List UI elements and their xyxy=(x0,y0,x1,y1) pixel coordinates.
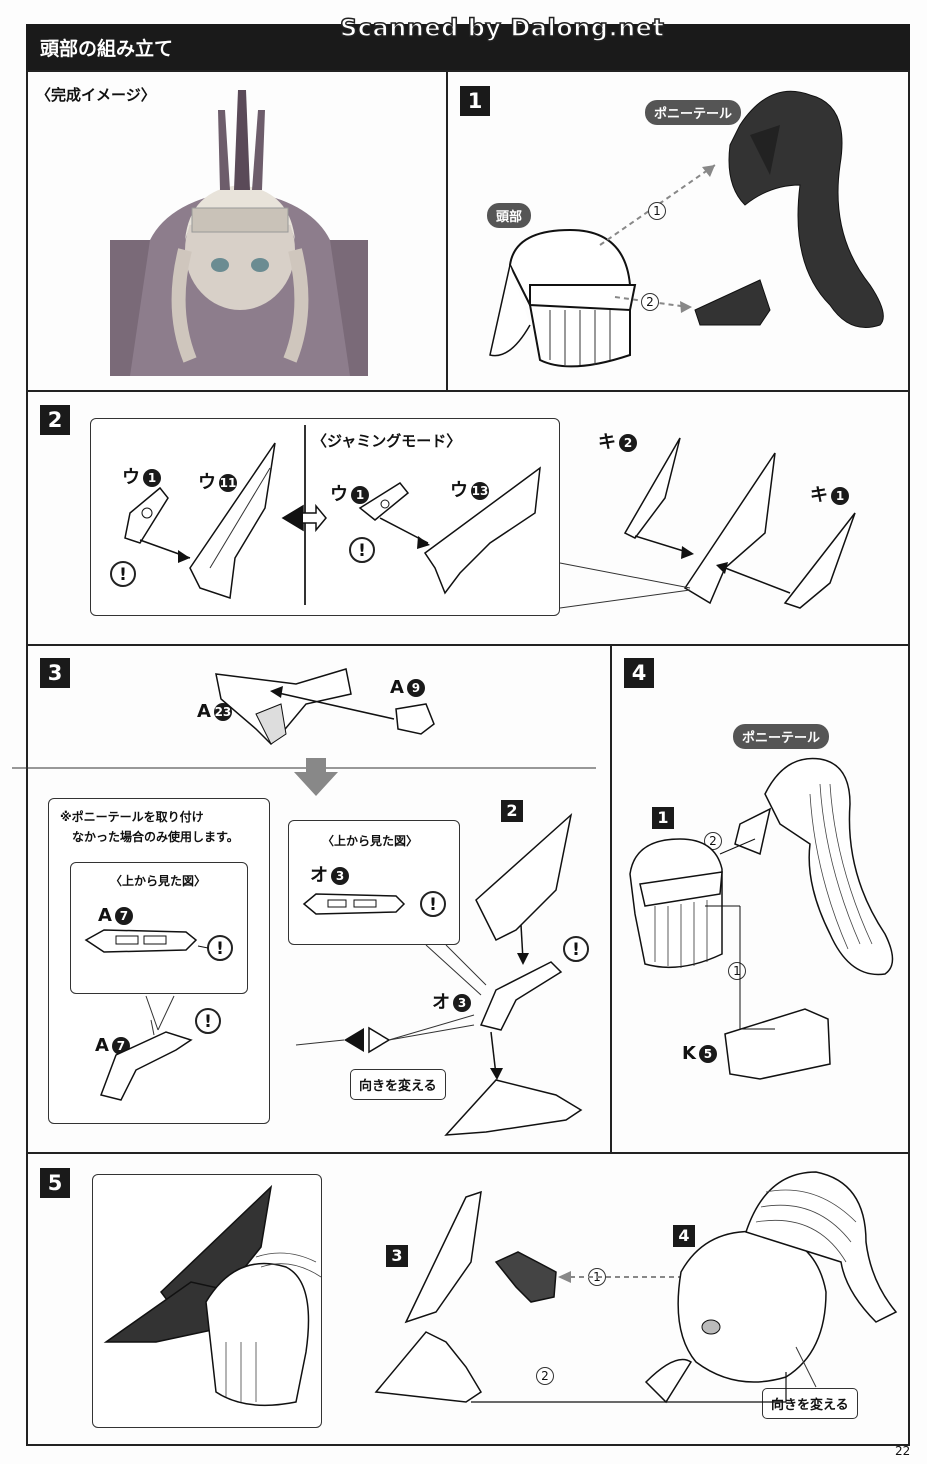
step-4-number: 4 xyxy=(624,658,654,688)
step1-head-label: 頭部 xyxy=(487,203,532,228)
step3-bottom-diagram xyxy=(84,812,583,1136)
step3-caution-a7-bottom: ! xyxy=(195,1008,221,1034)
scan-watermark: Scanned by Dalong.net xyxy=(339,13,665,43)
step1-diagram xyxy=(489,90,884,368)
part-a7-top-number: 7 xyxy=(114,907,133,925)
section-title: 頭部の組み立て xyxy=(40,38,174,60)
part-a9-number: 9 xyxy=(406,679,425,697)
step3-note-line-2: なかった場合のみ使用します。 xyxy=(72,830,239,844)
step3-top-diagram xyxy=(12,668,596,796)
step4-arrow-1: 1 xyxy=(728,962,746,980)
section-header: 頭部の組み立て xyxy=(26,24,910,70)
part-o3-top-number: 3 xyxy=(331,867,349,885)
part-u11-number: 11 xyxy=(219,474,237,492)
step3-caution-o3-mid: ! xyxy=(563,936,589,962)
jamming-mode-label: 〈ジャミングモード〉 xyxy=(312,432,462,450)
step1-arrow-2: 2 xyxy=(641,293,659,311)
part-u1-number: 1 xyxy=(143,469,161,487)
step-2-number: 2 xyxy=(40,405,70,435)
step5-change-direction-callout: 向きを変える xyxy=(762,1388,858,1419)
step-5-number: 5 xyxy=(40,1168,70,1198)
step2-caution-icon-left: ! xyxy=(110,561,136,587)
part-u1b-number: 1 xyxy=(351,486,369,504)
complete-image-figure xyxy=(110,90,368,376)
step1-ponytail-label: ポニーテール xyxy=(645,100,742,125)
step5-arrow-2: 2 xyxy=(536,1367,554,1385)
step3-ref-step-2: 2 xyxy=(501,800,523,822)
step3-caution-o3-top: ! xyxy=(420,891,446,917)
step3-topview-label-right: 〈上から見た図〉 xyxy=(322,834,419,848)
step3-change-direction-callout: 向きを変える xyxy=(350,1069,446,1100)
step5-diagram xyxy=(103,1171,898,1407)
step-3-number: 3 xyxy=(40,658,70,688)
step5-ref-step-3: 3 xyxy=(386,1245,408,1267)
step3-caution-a7-top: ! xyxy=(207,935,233,961)
step4-arrow-2: 2 xyxy=(704,832,722,850)
panel-step-5 xyxy=(26,1152,910,1446)
step1-arrow-1: 1 xyxy=(648,202,666,220)
step2-diagram xyxy=(124,437,856,609)
step3-topview-label-left: 〈上から見た図〉 xyxy=(110,874,207,888)
part-u13-number: 13 xyxy=(471,482,489,500)
page-number: 22 xyxy=(895,1444,911,1458)
step5-ref-step-4: 4 xyxy=(673,1225,695,1247)
step3-topview-box-left xyxy=(70,862,248,994)
step-1-number: 1 xyxy=(460,86,490,116)
step2-caution-icon-right: ! xyxy=(349,537,375,563)
step4-diagram xyxy=(629,757,894,1080)
part-ki1-number: 1 xyxy=(831,487,849,505)
complete-image-label: 〈完成イメージ〉 xyxy=(36,86,156,104)
step4-ref-step-1: 1 xyxy=(652,807,674,829)
step3-topview-box-right xyxy=(288,820,460,945)
step4-ponytail-label: ポニーテール xyxy=(733,724,830,749)
part-o3-mid-number: 3 xyxy=(453,994,471,1012)
part-ki2-number: 2 xyxy=(619,434,637,452)
part-k5-number: 5 xyxy=(698,1045,717,1063)
part-a23-number: 23 xyxy=(213,703,232,721)
step3-note-line-1: ※ポニーテールを取り付け xyxy=(60,810,204,824)
